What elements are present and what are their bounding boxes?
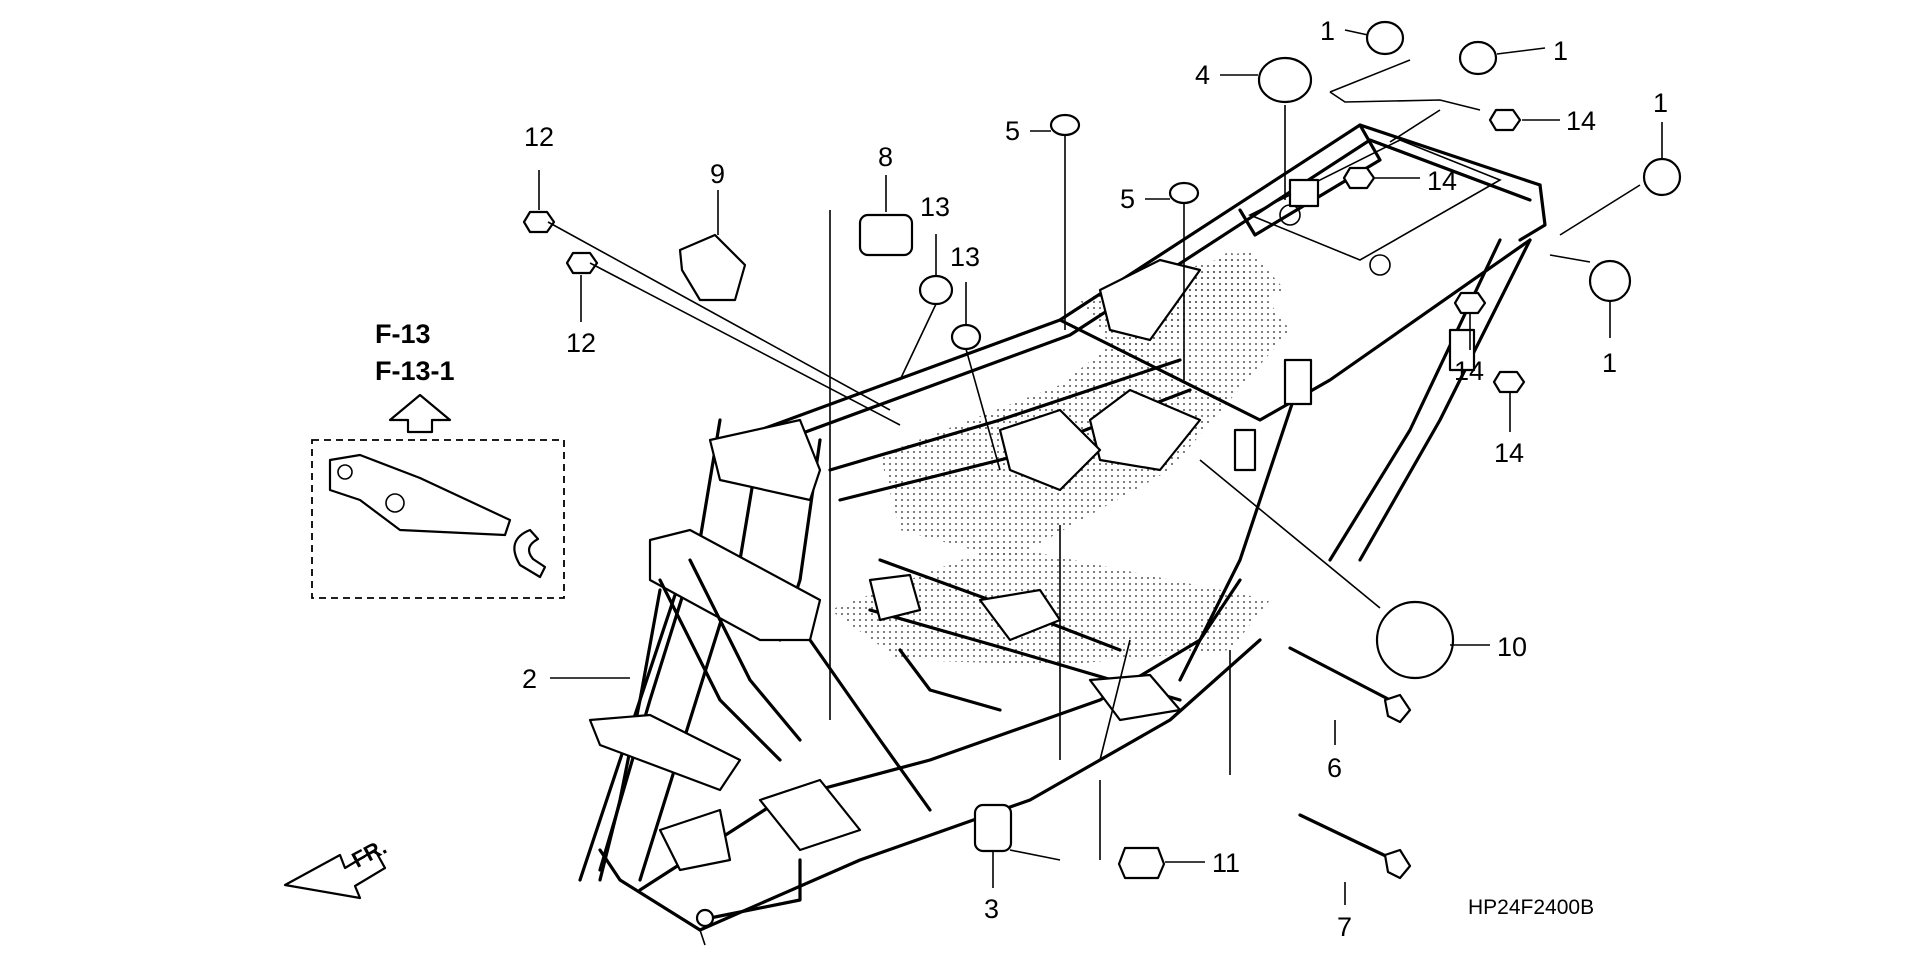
callout-11: 11 — [1212, 848, 1240, 878]
callout-1b: 1 — [1553, 36, 1568, 66]
callout-9: 9 — [710, 159, 725, 189]
part-12-nut-a — [522, 210, 556, 234]
leader-lines — [538, 29, 1663, 905]
part-14-nut-d — [1492, 370, 1526, 394]
callout-1d: 1 — [1602, 348, 1617, 378]
part-5-clip-b — [1168, 181, 1200, 205]
callout-1c: 1 — [1653, 88, 1668, 118]
part-6-bolt — [1288, 646, 1392, 702]
callout-12a: 12 — [524, 122, 554, 152]
callout-12b: 12 — [566, 328, 596, 358]
callout-10: 10 — [1497, 632, 1527, 662]
part-9-holder — [678, 233, 747, 302]
callout-13b: 13 — [950, 242, 980, 272]
part-12-nut-b — [565, 251, 599, 275]
part-14-nut-c — [1453, 291, 1487, 315]
front-direction-arrow — [283, 848, 387, 900]
callout-1a: 1 — [1320, 16, 1335, 46]
part-5-clip-a — [1049, 113, 1081, 137]
callout-14d: 14 — [1494, 438, 1524, 468]
part-4-grommet — [1257, 56, 1313, 104]
callout-7: 7 — [1337, 912, 1352, 942]
parts — [522, 20, 1682, 880]
callout-14a: 14 — [1566, 106, 1596, 136]
callout-6: 6 — [1327, 753, 1342, 783]
part-11-bolt — [1117, 846, 1166, 880]
part-10-holder — [1375, 600, 1455, 680]
part-1-mount-a — [1365, 20, 1405, 56]
part-13-cap-a — [918, 274, 954, 306]
part-14-nut-a — [1488, 108, 1522, 132]
callout-2: 2 — [522, 664, 537, 694]
callout-5a: 5 — [1005, 116, 1020, 146]
reference-line-1: F-13 — [375, 319, 431, 349]
diagram-code: HP24F2400B — [1468, 896, 1594, 919]
callout-3: 3 — [984, 894, 999, 924]
part-7-bolt — [1298, 813, 1392, 860]
callout-5b: 5 — [1120, 184, 1135, 214]
callout-numbers: 1 1 1 1 2 3 4 5 5 6 7 8 9 10 11 12 12 13… — [522, 16, 1668, 942]
callout-14c: 14 — [1454, 356, 1484, 386]
part-3-collar — [973, 803, 1013, 853]
reference-line-2: F-13-1 — [375, 356, 455, 386]
callout-8: 8 — [878, 142, 893, 172]
part-14-nut-b — [1342, 166, 1376, 190]
part-13-cap-b — [950, 323, 982, 351]
callout-13a: 13 — [920, 192, 950, 222]
part-1-mount-c — [1642, 157, 1682, 197]
reference-inset — [311, 393, 565, 599]
callout-14b: 14 — [1427, 166, 1457, 196]
part-1-mount-d — [1588, 259, 1632, 303]
part-8-band — [858, 213, 914, 257]
callout-4: 4 — [1195, 60, 1210, 90]
main-frame — [578, 123, 1547, 946]
part-1-mount-b — [1458, 40, 1498, 76]
